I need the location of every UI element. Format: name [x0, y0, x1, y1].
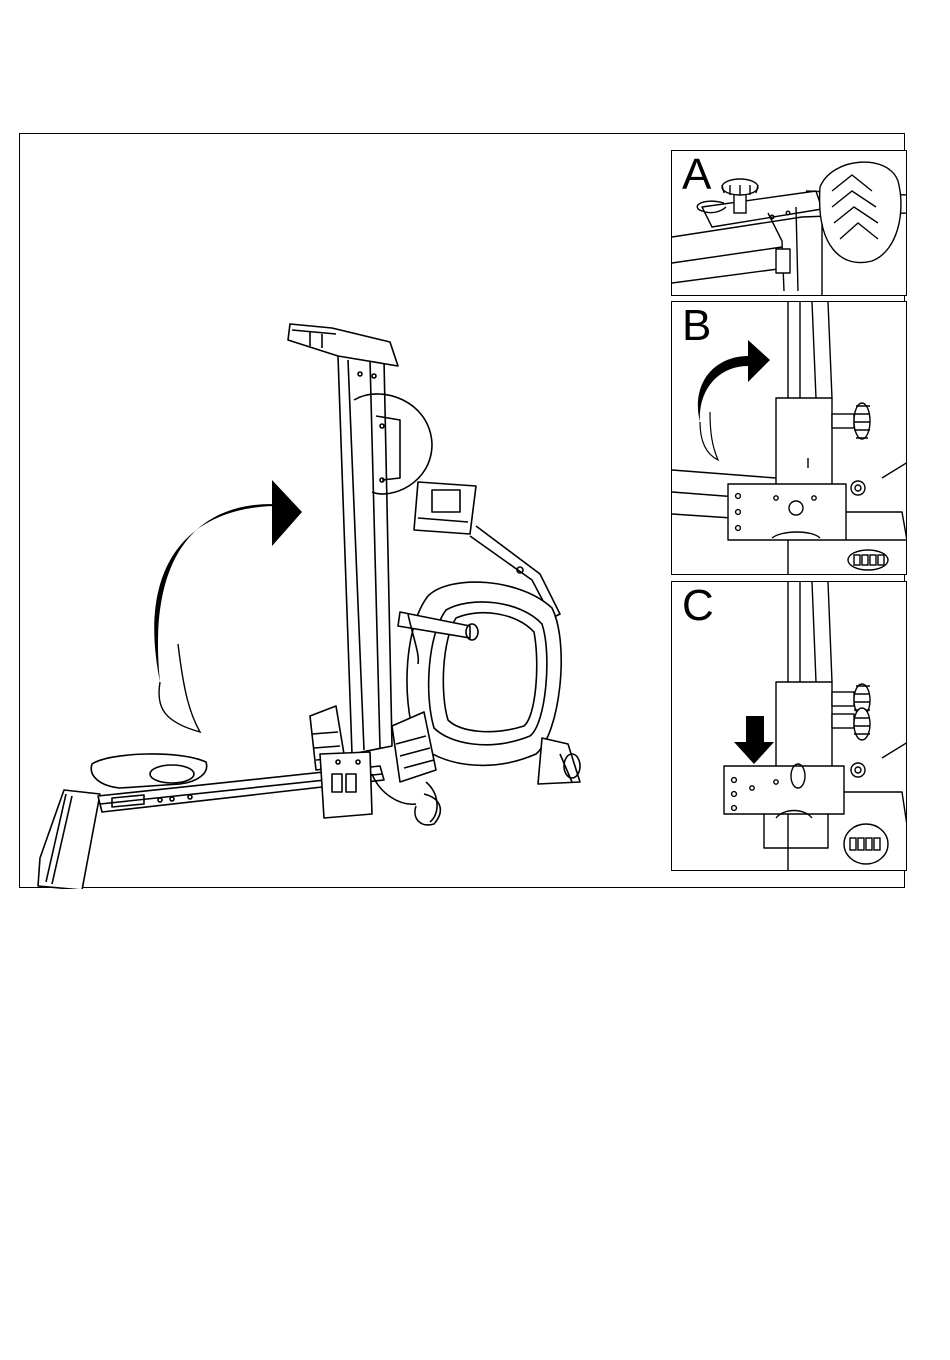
rowing-machine-illustration [20, 134, 660, 889]
instruction-frame: A [19, 133, 905, 888]
detail-inset-b: B [671, 301, 907, 575]
curved-arrow-icon [154, 480, 302, 732]
knob-icon [832, 684, 870, 740]
detail-inset-a: A [671, 150, 907, 296]
detail-inset-c: C [671, 581, 907, 871]
inset-label-c: C [682, 584, 714, 628]
knob-icon [832, 403, 870, 439]
inset-label-b: B [682, 304, 711, 348]
inset-label-a: A [682, 153, 711, 197]
down-arrow-icon [734, 716, 774, 764]
curved-arrow-icon [698, 340, 770, 460]
